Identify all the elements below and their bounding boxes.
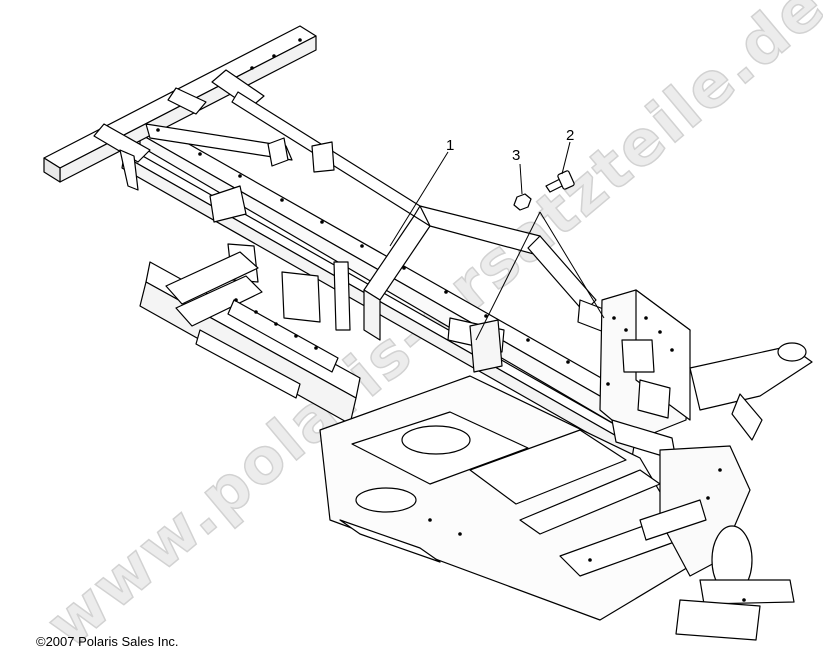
mounting-holes (156, 38, 746, 602)
leader-line-nut-to-mount (475, 211, 541, 341)
side-rail (145, 91, 597, 341)
hardware (513, 170, 575, 211)
lower-chassis-left (139, 251, 361, 425)
leader-lines (389, 141, 605, 341)
floor-pan (319, 375, 701, 621)
copyright-notice: ©2007 Polaris Sales Inc. (36, 634, 179, 649)
leader-line-3 (519, 163, 523, 195)
front-aframe (639, 342, 813, 641)
brackets (227, 243, 607, 373)
leader-line-2 (561, 141, 571, 175)
callout-label-3: 3 (512, 147, 520, 164)
leader-line-bolt-to-mount (539, 211, 605, 319)
front-tower (599, 289, 691, 461)
rear-crossbar (43, 25, 317, 191)
nut-part (513, 193, 532, 211)
frame-line-art (43, 25, 813, 641)
leader-line-1 (389, 151, 449, 247)
callout-label-2: 2 (566, 127, 574, 144)
callout-labels: 1 2 3 (446, 127, 574, 164)
callout-label-1: 1 (446, 137, 454, 154)
